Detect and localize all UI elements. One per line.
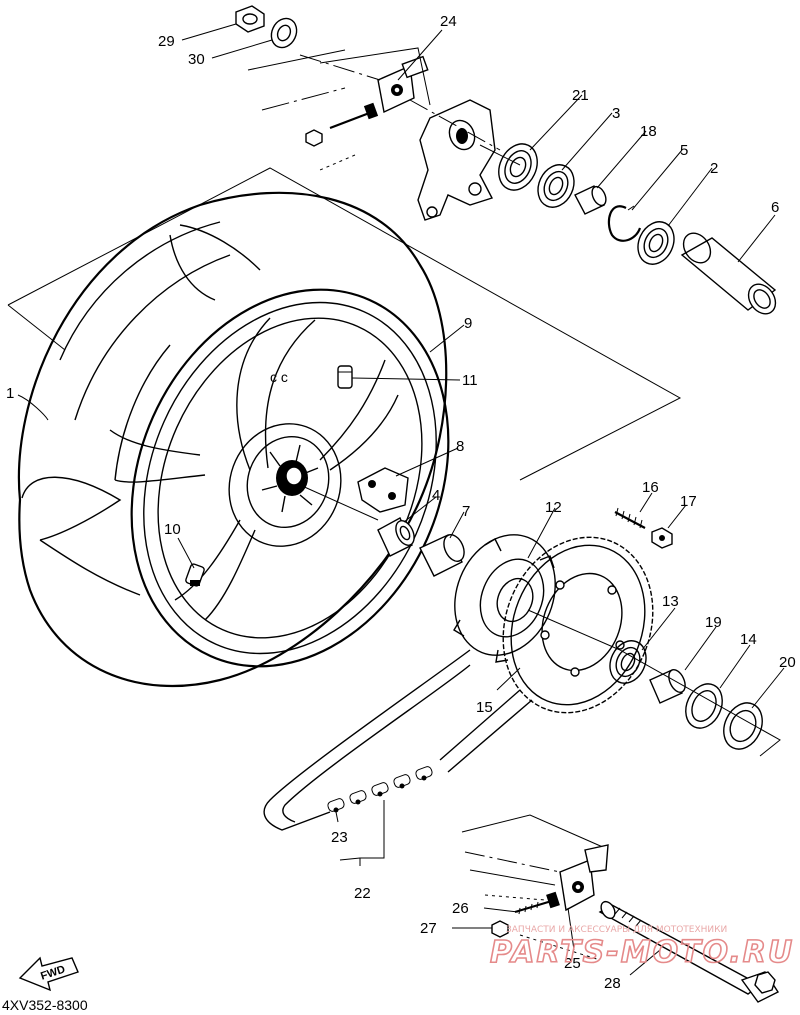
callout-28: 28 <box>604 975 621 992</box>
callout-labels: 29 30 24 21 3 18 5 2 6 1 9 11 8 4 7 12 1… <box>6 13 796 992</box>
washer-30 <box>270 17 298 49</box>
callout-24: 24 <box>440 13 457 30</box>
callout-17: 17 <box>680 493 697 510</box>
bearing-13 <box>609 640 647 684</box>
bearing-2 <box>637 221 675 265</box>
callout-23: 23 <box>331 829 348 846</box>
callout-27: 27 <box>420 920 437 937</box>
oil-seal-21 <box>498 143 538 191</box>
callout-19: 19 <box>705 614 722 631</box>
axle-center-line <box>479 144 521 166</box>
callout-2: 2 <box>710 160 718 177</box>
left-center-line <box>299 484 379 521</box>
callout-12: 12 <box>545 499 562 516</box>
watermark: ЗАПЧАСТИ И АКСЕССУАРЫ ДЛЯ МОТОТЕХНИКИ PA… <box>489 925 794 971</box>
callout-4: 4 <box>432 487 440 504</box>
sprocket-center-line <box>527 609 621 651</box>
callout-21: 21 <box>572 87 589 104</box>
adjuster-bolt-lower <box>514 891 560 915</box>
nut-27 <box>491 920 509 938</box>
callout-22: 22 <box>354 885 371 902</box>
adjuster-bolt-upper <box>329 102 379 130</box>
callout-10: 10 <box>164 521 181 538</box>
collar-7 <box>419 534 465 577</box>
rear-axle-28 <box>598 900 780 1003</box>
rear-wheel-rim: c c <box>109 288 450 668</box>
balance-weight <box>337 365 353 389</box>
caliper-bracket <box>417 99 496 221</box>
callout-18: 18 <box>640 123 657 140</box>
callout-1: 1 <box>6 385 14 402</box>
callout-16: 16 <box>642 479 659 496</box>
callout-9: 9 <box>464 315 472 332</box>
callout-15: 15 <box>476 699 493 716</box>
nut-upper-small <box>305 129 323 147</box>
callout-3: 3 <box>612 105 620 122</box>
chain-adjuster-upper <box>377 55 429 114</box>
watermark-brand: PARTS-MOTO.RU <box>490 935 794 970</box>
collar-19 <box>649 669 686 704</box>
nut-29 <box>235 5 265 33</box>
nut-17 <box>651 527 673 549</box>
rear-tire <box>17 191 448 688</box>
oil-seal-14 <box>685 683 723 729</box>
callout-25: 25 <box>564 955 581 972</box>
callout-26: 26 <box>452 900 469 917</box>
lower-plane-outline <box>461 814 606 901</box>
drawing-code: 4XV352-8300 <box>2 997 88 1013</box>
upper-leader-lines <box>247 47 501 171</box>
fwd-arrow: FWD <box>18 956 79 992</box>
callout-7: 7 <box>462 503 470 520</box>
leader-lines <box>17 23 785 976</box>
callout-30: 30 <box>188 51 205 68</box>
callout-14: 14 <box>740 631 757 648</box>
lower-right-plane-outline <box>619 649 781 757</box>
drive-chain <box>263 649 533 831</box>
watermark-subtitle: ЗАПЧАСТИ И АКСЕССУАРЫ ДЛЯ МОТОТЕХНИКИ <box>506 925 727 935</box>
callout-5: 5 <box>680 142 688 159</box>
callout-20: 20 <box>779 654 796 671</box>
rim-marking: c c <box>270 369 288 385</box>
washer-20 <box>723 702 763 750</box>
hub-damper-8 <box>357 467 409 513</box>
collar-18 <box>574 185 607 215</box>
callout-6: 6 <box>771 199 779 216</box>
valve-stem <box>185 563 205 587</box>
callout-29: 29 <box>158 33 175 50</box>
stud-bolt-16 <box>614 507 646 529</box>
callout-11: 11 <box>462 372 478 389</box>
bearing-3 <box>537 164 575 208</box>
chain-adjuster-lower <box>559 844 609 912</box>
spacer-6 <box>680 232 777 315</box>
callout-13: 13 <box>662 593 679 610</box>
bearing-4 <box>377 517 415 557</box>
callout-8: 8 <box>456 438 464 455</box>
circlip-5 <box>607 205 642 242</box>
